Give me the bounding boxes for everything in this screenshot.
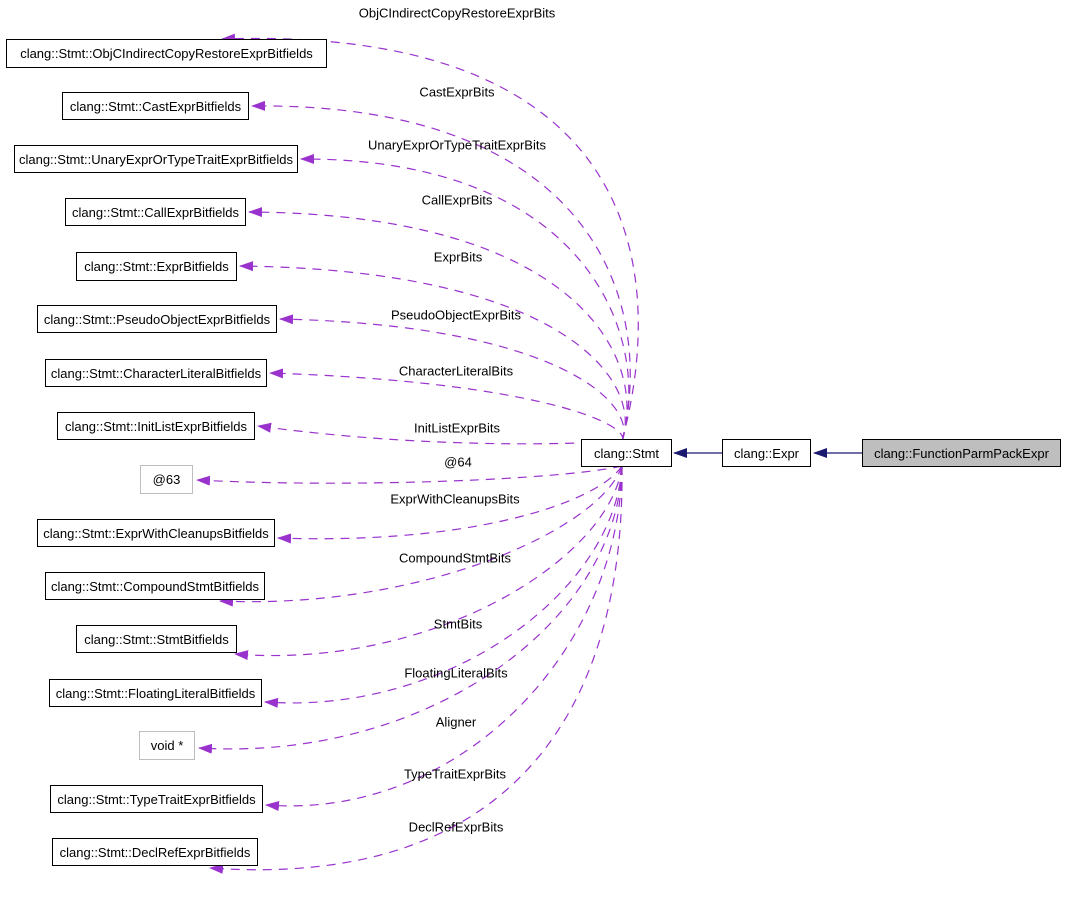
node-call-expr-bitfields[interactable]: clang::Stmt::CallExprBitfields bbox=[65, 198, 246, 226]
member-edge-1 bbox=[251, 100, 631, 442]
node-decl-ref-expr-bitfields[interactable]: clang::Stmt::DeclRefExprBitfields bbox=[52, 838, 258, 866]
node-init-list-expr-bitfields[interactable]: clang::Stmt::InitListExprBitfields bbox=[57, 412, 255, 440]
member-edge-7 bbox=[257, 422, 623, 445]
node-stmt-bitfields[interactable]: clang::Stmt::StmtBitfields bbox=[76, 625, 237, 653]
node-expr-with-cleanups-bitfields[interactable]: clang::Stmt::ExprWithCleanupsBitfields bbox=[37, 519, 275, 547]
node-pseudo-object-expr-bitfields[interactable]: clang::Stmt::PseudoObjectExprBitfields bbox=[37, 305, 277, 333]
edge-label: UnaryExprOrTypeTraitExprBits bbox=[368, 137, 546, 153]
edge-label: DeclRefExprBits bbox=[408, 819, 504, 835]
edge-label: TypeTraitExprBits bbox=[403, 766, 507, 782]
member-edge-14 bbox=[265, 465, 623, 811]
member-edge-6 bbox=[269, 368, 624, 442]
edge-label: InitListExprBits bbox=[414, 420, 500, 436]
member-edge-13 bbox=[198, 465, 623, 754]
member-edge-9 bbox=[277, 465, 623, 544]
node-objc-indirect-copy-restore-expr-bitfields[interactable]: clang::Stmt::ObjCIndirectCopyRestoreExpr… bbox=[6, 39, 327, 68]
edge-label: CallExprBits bbox=[421, 192, 493, 208]
edge-label: CompoundStmtBits bbox=[399, 550, 511, 566]
member-edge-5 bbox=[279, 314, 625, 442]
node-type-trait-expr-bitfields[interactable]: clang::Stmt::TypeTraitExprBitfields bbox=[50, 785, 263, 813]
edge-label: ExprBits bbox=[433, 249, 483, 265]
node-character-literal-bitfields[interactable]: clang::Stmt::CharacterLiteralBitfields bbox=[45, 359, 267, 387]
member-edge-8 bbox=[196, 465, 623, 486]
member-edge-12 bbox=[264, 465, 623, 708]
node-expr-bitfields[interactable]: clang::Stmt::ExprBitfields bbox=[76, 252, 237, 281]
node-stmt[interactable]: clang::Stmt bbox=[581, 439, 672, 467]
edge-label: StmtBits bbox=[433, 616, 483, 632]
node-function-parm-pack-expr: clang::FunctionParmPackExpr bbox=[862, 439, 1061, 467]
member-edge-4 bbox=[239, 261, 626, 442]
node-compound-stmt-bitfields[interactable]: clang::Stmt::CompoundStmtBitfields bbox=[45, 572, 265, 600]
node-expr[interactable]: clang::Expr bbox=[722, 439, 811, 467]
edge-label: Aligner bbox=[435, 714, 477, 730]
edge-label: FloatingLiteralBits bbox=[404, 665, 508, 681]
node-void-pointer: void * bbox=[139, 731, 195, 760]
edge-label: ExprWithCleanupsBits bbox=[390, 491, 520, 507]
member-edge-0 bbox=[221, 33, 639, 442]
edge-label: PseudoObjectExprBits bbox=[390, 307, 522, 323]
node-anon-63: @63 bbox=[140, 465, 193, 494]
member-edge-15 bbox=[209, 465, 623, 874]
node-cast-expr-bitfields[interactable]: clang::Stmt::CastExprBitfields bbox=[62, 92, 249, 120]
edge-label: @64 bbox=[444, 454, 472, 470]
edge-label: ObjCIndirectCopyRestoreExprBits bbox=[358, 5, 556, 21]
node-floating-literal-bitfields[interactable]: clang::Stmt::FloatingLiteralBitfields bbox=[49, 679, 262, 707]
node-unary-expr-or-type-trait-expr-bitfields[interactable]: clang::Stmt::UnaryExprOrTypeTraitExprBit… bbox=[14, 145, 298, 173]
member-edge-2 bbox=[300, 153, 630, 442]
edge-label: CharacterLiteralBits bbox=[398, 363, 514, 379]
member-edge-10 bbox=[219, 465, 623, 607]
edge-label: CastExprBits bbox=[419, 84, 495, 100]
member-edge-3 bbox=[248, 207, 628, 442]
